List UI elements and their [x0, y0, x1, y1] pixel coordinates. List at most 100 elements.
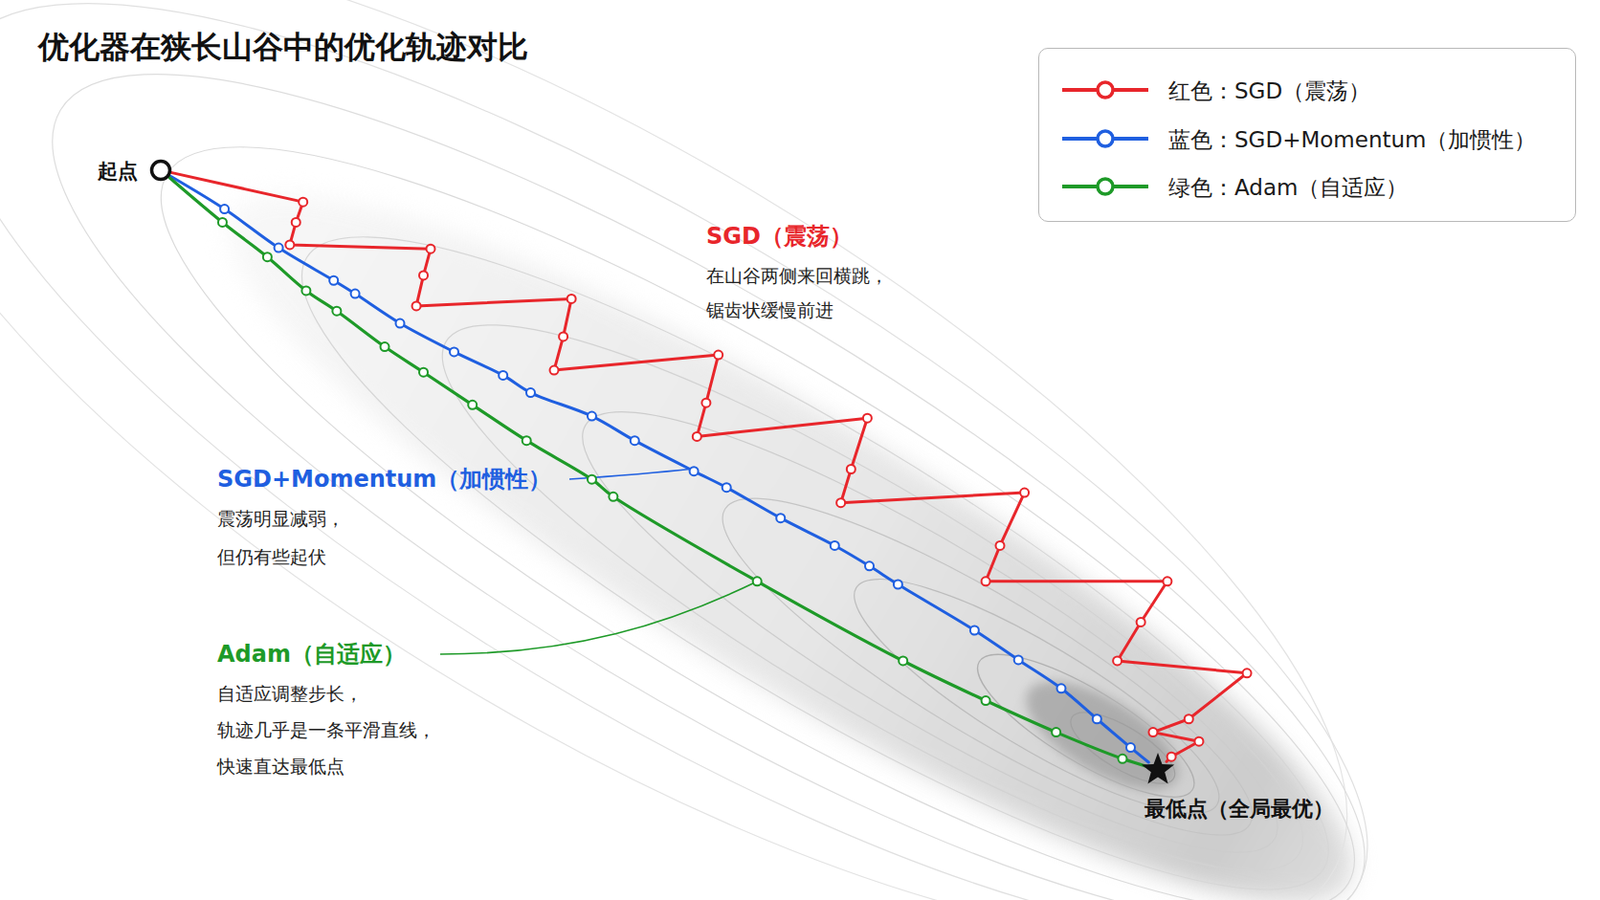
step-marker [218, 218, 227, 227]
step-marker [1092, 714, 1102, 724]
step-marker [419, 270, 428, 280]
series-heading: SGD+Momentum（加惯性） [217, 465, 552, 494]
step-marker [220, 204, 229, 214]
step-marker [1117, 755, 1127, 764]
step-marker [301, 286, 311, 295]
step-marker [713, 351, 723, 360]
step-marker [981, 577, 991, 586]
trajectory-line [170, 176, 1149, 763]
legend-item: 绿色：Adam（自适应） [1039, 169, 1576, 204]
step-marker [836, 498, 845, 508]
contour-line [237, 143, 1393, 900]
step-marker [380, 342, 390, 352]
legend-sample [1058, 72, 1155, 108]
legend-sample [1058, 169, 1155, 204]
point-label: 起点 [97, 157, 138, 185]
step-marker [263, 252, 272, 262]
step-marker [1014, 655, 1023, 665]
series-heading: SGD（震荡） [706, 222, 853, 251]
leader-line [440, 581, 757, 655]
step-marker [1243, 668, 1252, 678]
step-marker [692, 432, 702, 442]
step-marker [526, 388, 535, 398]
step-marker [1051, 728, 1061, 737]
step-marker [522, 436, 532, 445]
step-marker [776, 513, 785, 523]
node-outline [149, 158, 173, 182]
step-marker [449, 347, 459, 356]
step-marker [1162, 577, 1172, 586]
step-marker [830, 541, 840, 551]
chart-title: 优化器在狭长山谷中的优化轨迹对比 [38, 26, 529, 69]
step-marker [332, 307, 341, 316]
step-marker [689, 466, 699, 476]
step-marker [863, 414, 872, 423]
trajectory [169, 177, 1147, 767]
step-marker [550, 366, 559, 376]
step-marker [865, 561, 874, 571]
point-label: 最低点（全局最优） [1144, 795, 1334, 824]
series-note: 自适应调整步长， 轨迹几乎是一条平滑直线， 快速直达最低点 [217, 675, 446, 785]
start-point: 起点 [149, 158, 173, 182]
series-heading: Adam（自适应） [217, 640, 406, 669]
step-marker [419, 368, 428, 378]
step-marker [1136, 618, 1146, 627]
step-marker [587, 475, 597, 485]
step-marker [351, 289, 360, 299]
step-marker [630, 436, 640, 445]
step-marker [898, 656, 908, 666]
step-marker [1126, 743, 1135, 753]
step-marker [1194, 737, 1203, 747]
trajectory [172, 173, 1252, 763]
step-marker [285, 240, 294, 249]
step-marker [291, 218, 301, 227]
step-marker [329, 276, 338, 286]
legend-marker [1097, 131, 1113, 147]
step-marker [893, 580, 903, 590]
series-note: 震荡明显减弱， 但仍有些起伏 [217, 499, 363, 577]
trajectory [170, 176, 1149, 763]
step-marker [567, 294, 577, 304]
legend-marker [1097, 178, 1113, 195]
step-marker [1148, 728, 1157, 737]
legend-item: 蓝色：SGD+Momentum（加惯性） [1039, 121, 1576, 156]
step-marker [608, 492, 618, 502]
step-marker [846, 465, 856, 474]
legend-sample [1058, 121, 1155, 156]
step-marker [1056, 684, 1066, 693]
step-marker [981, 696, 991, 706]
step-marker [970, 625, 979, 635]
legend-text: 绿色：Adam（自适应） [1168, 173, 1408, 203]
legend-text: 蓝色：SGD+Momentum（加惯性） [1168, 125, 1536, 156]
legend-item: 红色：SGD（震荡） [1039, 72, 1576, 108]
step-marker [1020, 488, 1029, 498]
series-note: 在山谷两侧来回横跳， 锯齿状缓慢前进 [706, 258, 907, 328]
step-marker [558, 332, 568, 341]
step-marker [425, 244, 435, 254]
legend-box: 红色：SGD（震荡） 蓝色：SGD+Momentum（加惯性） 绿色：Adam（自适… [1038, 47, 1577, 223]
step-marker [701, 399, 711, 408]
start-marker [152, 161, 171, 180]
minimum-point: 最低点（全局最优） [1140, 753, 1176, 788]
step-marker [996, 541, 1005, 551]
contour-line [1061, 699, 1185, 798]
legend-text: 红色：SGD（震荡） [1168, 76, 1371, 107]
trajectory-line [169, 177, 1147, 767]
step-marker [1184, 714, 1194, 724]
step-marker [298, 198, 308, 207]
step-marker [1112, 656, 1122, 666]
contour-line [389, 247, 1356, 900]
step-marker [1167, 753, 1177, 762]
step-marker [498, 371, 508, 380]
star-marker [1141, 753, 1175, 785]
step-marker [467, 400, 477, 410]
trajectory-line [172, 173, 1247, 763]
step-marker [722, 483, 732, 492]
legend-marker [1097, 82, 1113, 98]
step-marker [274, 244, 284, 253]
step-marker [753, 577, 762, 586]
step-marker [412, 301, 422, 311]
step-marker [587, 412, 597, 422]
node-outline [1140, 753, 1176, 788]
